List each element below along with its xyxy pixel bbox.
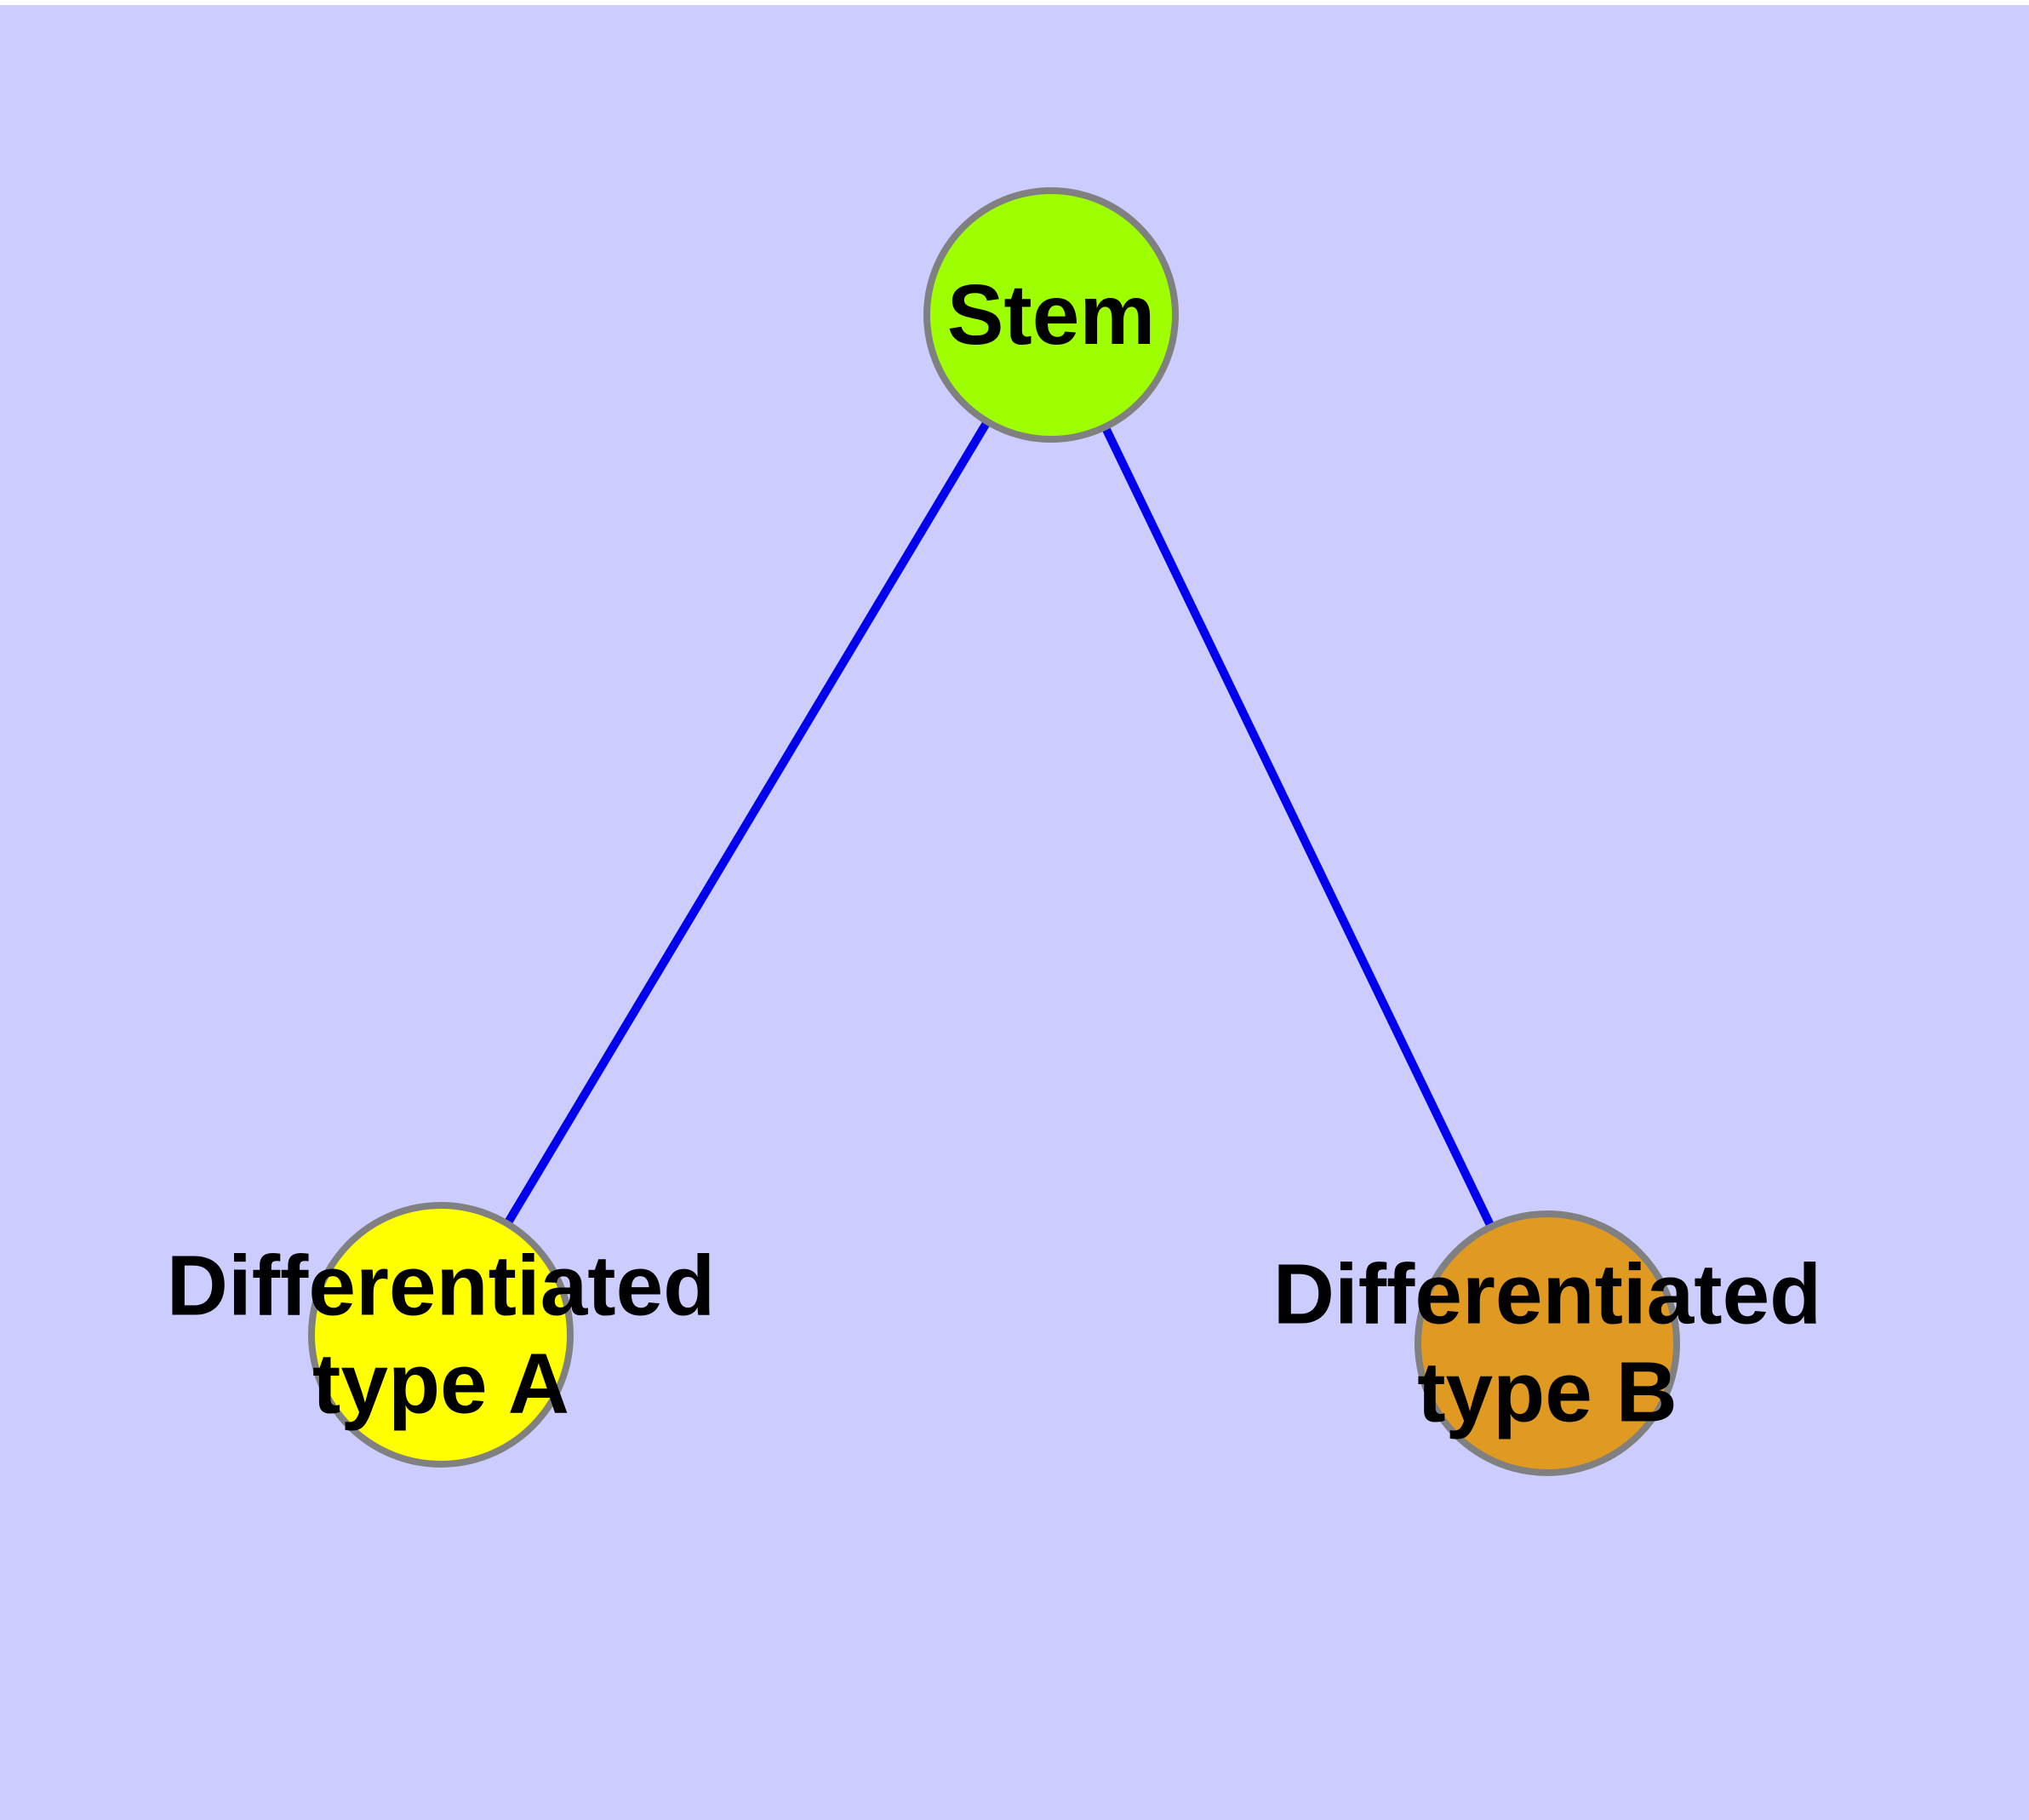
node-label-stem: Stem [947,267,1156,363]
graph-node-stem[interactable]: Stem [923,187,1179,443]
node-circle-stem[interactable] [923,187,1179,443]
node-label-line: Differentiated [1273,1247,1822,1342]
node-label-line: type B [1417,1345,1677,1440]
node-circle-diff-a[interactable] [308,1202,574,1468]
edges-layer [437,312,1552,1346]
graph-edge-stem-to-diff-a [437,312,1055,1337]
node-label-line: Differentiated [167,1239,716,1334]
graph-edge-stem-to-diff-b [1047,312,1552,1346]
node-label-line: Stem [947,267,1156,363]
node-label-line: type A [312,1336,569,1432]
node-circle-diff-b[interactable] [1415,1210,1680,1476]
